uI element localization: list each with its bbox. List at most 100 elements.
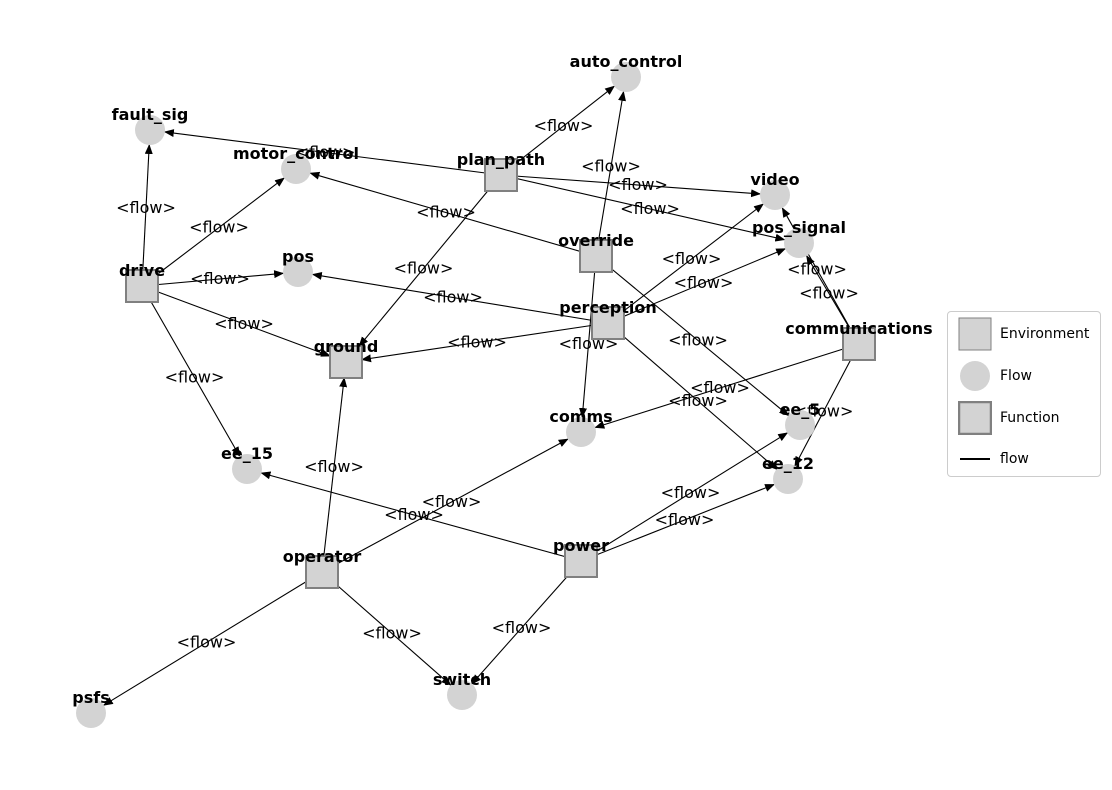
- node-plan_path: [484, 158, 518, 192]
- edge-override-to-comms: [579, 255, 597, 419]
- node-fault_sig: [135, 115, 165, 145]
- edge-perception-to-ground: [361, 322, 609, 363]
- node-label-ee_15: ee_15: [221, 444, 273, 463]
- edge-label: <flow>: [655, 510, 715, 529]
- edge-drive-to-pos: [141, 270, 285, 287]
- legend-item-function: Function: [948, 401, 1102, 435]
- legend: Environment Flow Function flow: [947, 311, 1101, 477]
- edge-label: <flow>: [422, 492, 482, 511]
- edge-override-to-ee_5: [595, 255, 790, 417]
- edge-label: <flow>: [423, 288, 483, 307]
- edge-labels-layer: <flow><flow><flow><flow><flow><flow><flo…: [116, 116, 859, 652]
- node-label-comms: comms: [549, 407, 612, 426]
- edge-override-to-auto_control: [595, 90, 626, 257]
- edge-operator-to-ground: [321, 377, 348, 573]
- edge-label: <flow>: [190, 269, 250, 288]
- node-labels-layer: auto_control fault_sig motor_control plan_p…: [72, 52, 932, 707]
- edge-override-to-motor_control: [309, 171, 597, 257]
- legend-item-environment: Environment: [948, 317, 1102, 351]
- node-operator: [305, 555, 339, 589]
- node-ee_12: [773, 464, 803, 494]
- edge-label: <flow>: [581, 157, 641, 176]
- node-perception: [591, 306, 625, 340]
- edge-label: <flow>: [661, 483, 721, 502]
- node-pos: [283, 257, 313, 287]
- node-label-perception: perception: [559, 298, 657, 317]
- edge-label: <flow>: [447, 333, 507, 352]
- edge-label: <flow>: [416, 203, 476, 222]
- edge-label: <flow>: [799, 284, 859, 303]
- legend-label: Environment: [1000, 326, 1090, 342]
- node-label-psfs: psfs: [72, 688, 109, 707]
- edge-power-to-switch: [471, 560, 582, 685]
- edge-plan_path-to-pos_signal: [500, 174, 786, 242]
- node-ee_15: [232, 454, 262, 484]
- edge-operator-to-psfs: [102, 571, 323, 706]
- node-label-communications: communications: [785, 319, 932, 338]
- edges-layer: [102, 85, 860, 706]
- edge-label: <flow>: [189, 218, 249, 237]
- node-label-drive: drive: [119, 261, 165, 280]
- node-label-motor_control: motor_control: [233, 144, 359, 163]
- edge-drive-to-fault_sig: [141, 143, 153, 287]
- legend-label: Function: [1000, 410, 1060, 426]
- edge-power-to-ee_12: [580, 484, 775, 562]
- edge-label: <flow>: [534, 116, 594, 135]
- edge-label: <flow>: [668, 331, 728, 350]
- node-auto_control: [611, 62, 641, 92]
- nodes-layer: [76, 62, 876, 728]
- edge-label: <flow>: [690, 378, 750, 397]
- edge-line-icon: [960, 458, 990, 460]
- node-drive: [125, 269, 159, 303]
- edge-label: <flow>: [674, 273, 734, 292]
- edge-label: <flow>: [177, 633, 237, 652]
- edge-drive-to-motor_control: [141, 177, 285, 287]
- node-override: [579, 239, 613, 273]
- edge-operator-to-switch: [321, 571, 452, 686]
- node-label-ee_5: ee_5: [780, 400, 821, 419]
- edge-power-to-ee_5: [580, 432, 789, 562]
- edge-label: <flow>: [620, 199, 680, 218]
- edge-label: <flow>: [362, 624, 422, 643]
- node-power: [564, 544, 598, 578]
- edge-plan_path-to-ground: [358, 174, 502, 347]
- edge-label: <flow>: [384, 505, 444, 524]
- legend-item-flow: Flow: [948, 359, 1102, 393]
- edge-communications-to-ee_12: [794, 343, 860, 467]
- node-label-auto_control: auto_control: [570, 52, 683, 71]
- edge-label: <flow>: [394, 259, 454, 278]
- node-label-override: override: [558, 231, 634, 250]
- node-label-pos: pos: [282, 247, 314, 266]
- edge-drive-to-ground: [141, 285, 331, 357]
- legend-label: flow: [1000, 451, 1029, 467]
- edge-perception-to-ee_12: [607, 322, 778, 470]
- node-video: [760, 180, 790, 210]
- edge-label: <flow>: [165, 368, 225, 387]
- edge-label: <flow>: [296, 143, 356, 162]
- node-label-fault_sig: fault_sig: [112, 105, 189, 124]
- edge-label: <flow>: [492, 618, 552, 637]
- node-label-ee_12: ee_12: [762, 454, 814, 473]
- edge-perception-to-pos: [311, 271, 609, 324]
- legend-item-edge: flow: [948, 442, 1102, 476]
- node-ground: [329, 345, 363, 379]
- flow-swatch-icon: [960, 361, 990, 391]
- edge-label: <flow>: [214, 314, 274, 333]
- node-label-operator: operator: [283, 547, 362, 566]
- node-label-switch: switch: [433, 670, 491, 689]
- environment-swatch-icon: [958, 317, 992, 351]
- node-label-video: video: [750, 170, 799, 189]
- edge-plan_path-to-fault_sig: [163, 129, 502, 176]
- edge-label: <flow>: [787, 260, 847, 279]
- node-label-ground: ground: [314, 337, 379, 356]
- node-communications: [842, 327, 876, 361]
- edge-operator-to-comms: [321, 438, 569, 573]
- node-label-power: power: [553, 536, 609, 555]
- legend-label: Flow: [1000, 368, 1032, 384]
- node-label-plan_path: plan_path: [457, 150, 545, 169]
- edge-label: <flow>: [608, 175, 668, 194]
- edge-label: <flow>: [304, 457, 364, 476]
- node-motor_control: [281, 154, 311, 184]
- edge-power-to-ee_15: [260, 471, 582, 562]
